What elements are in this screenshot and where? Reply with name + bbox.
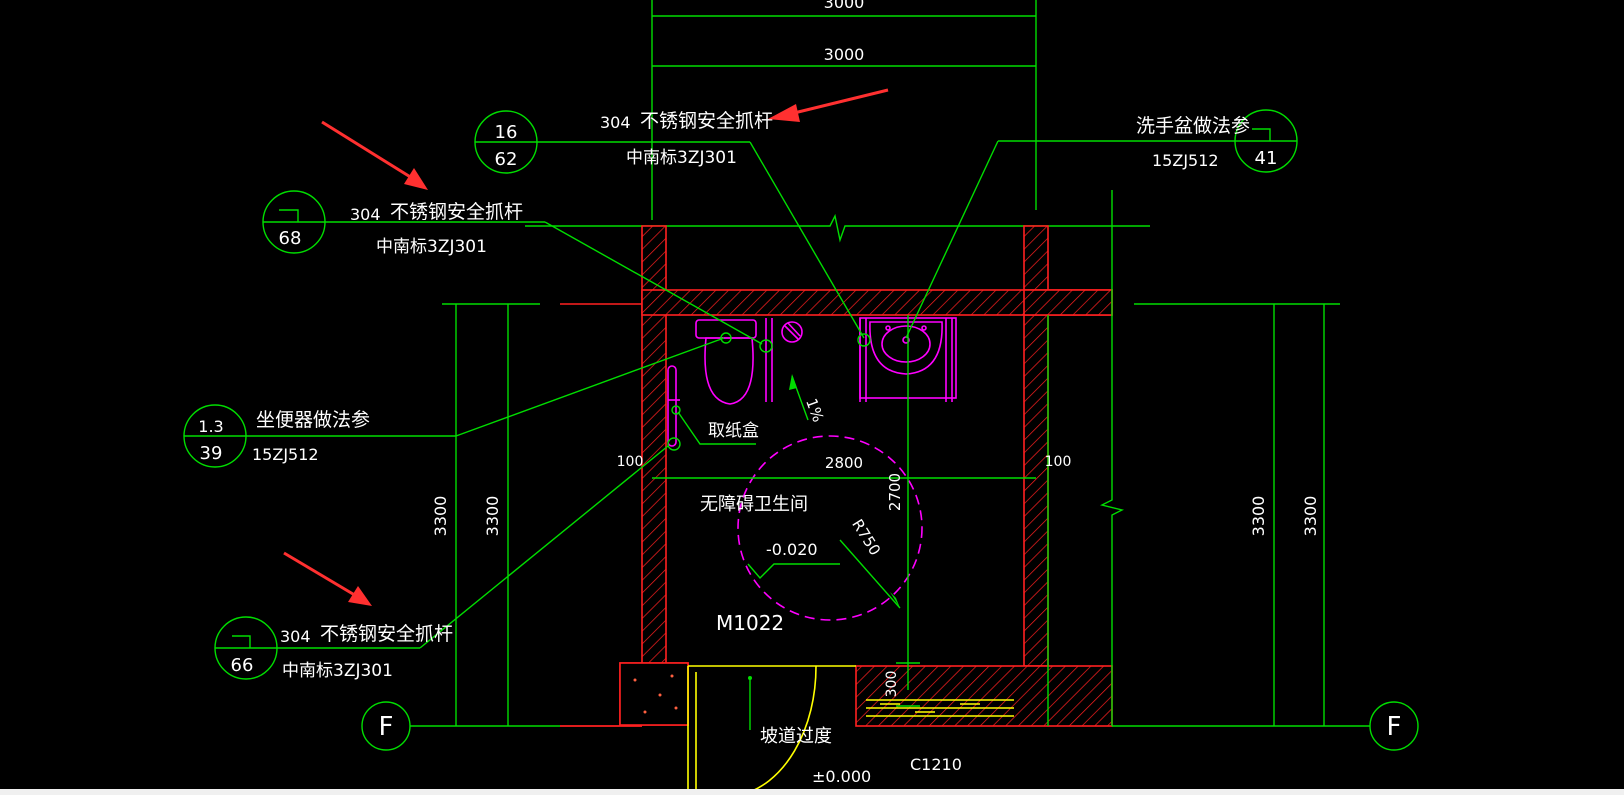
callout-basin-num-bottom: 41 xyxy=(1255,148,1278,169)
dim-inner-height: 2700 xyxy=(886,473,904,511)
callout-toilet-name: 坐便器做法参 xyxy=(256,409,370,431)
walls xyxy=(560,225,1113,727)
red-arrow-top xyxy=(768,88,889,122)
dim-wall-left: 100 xyxy=(617,454,644,470)
callout-left-rail-ref: 中南标3ZJ301 xyxy=(376,237,487,257)
callout-top-rail xyxy=(474,110,871,347)
axis-label-right: F xyxy=(1387,712,1402,742)
callout-top-rail-num-bottom: 62 xyxy=(495,149,518,170)
dim-radius: R750 xyxy=(848,516,884,559)
paper-box-leader xyxy=(671,405,756,445)
slope-label: 1% xyxy=(802,396,827,425)
callout-left-rail-spec: 304 xyxy=(350,205,381,224)
axis-label-left: F xyxy=(379,712,394,742)
callout-basin xyxy=(905,109,1298,339)
toilet xyxy=(695,319,757,405)
red-arrow-left xyxy=(321,120,428,190)
wash-basin xyxy=(859,317,957,402)
internal-dimensions xyxy=(652,315,1036,707)
right-dimension-lines xyxy=(1134,303,1340,726)
callout-top-rail-spec: 304 xyxy=(600,113,631,132)
dim-right-outer: 3300 xyxy=(1301,496,1320,537)
callout-bottom-rail-spec: 304 xyxy=(280,627,311,646)
callout-top-rail-num-top: 16 xyxy=(495,122,518,143)
callout-basin-name: 洗手盆做法参 xyxy=(1136,115,1250,137)
window-label: C1210 xyxy=(910,755,962,774)
red-arrow-bottom xyxy=(283,551,372,606)
dim-top-outer: 3000 xyxy=(824,0,865,12)
callout-bottom-rail-num-bottom: 66 xyxy=(231,655,254,676)
callout-toilet-ref: 15ZJ512 xyxy=(252,445,319,464)
callout-bottom-rail xyxy=(214,437,681,680)
callout-left-rail xyxy=(262,190,773,353)
status-bar xyxy=(0,789,1624,795)
callout-left-rail-num-bottom: 68 xyxy=(279,228,302,249)
callout-toilet xyxy=(183,332,732,468)
turning-circle xyxy=(737,435,923,621)
paper-box-label: 取纸盒 xyxy=(708,421,759,441)
left-dimension-lines xyxy=(442,303,540,726)
level-marker xyxy=(747,563,840,580)
callout-toilet-num-bottom: 39 xyxy=(200,443,223,464)
grab-bar-toilet xyxy=(765,318,803,402)
dim-wall-right: 100 xyxy=(1045,454,1072,470)
top-dimension-lines xyxy=(651,0,1037,220)
callout-top-rail-ref: 中南标3ZJ301 xyxy=(626,148,737,168)
axis-line-f xyxy=(361,701,1419,751)
callout-bottom-rail-name: 不锈钢安全抓杆 xyxy=(320,623,453,645)
dim-left-outer: 3300 xyxy=(431,496,450,537)
callout-bottom-rail-ref: 中南标3ZJ301 xyxy=(282,661,393,681)
threshold-window xyxy=(866,699,1014,717)
room-level: -0.020 xyxy=(766,540,818,559)
callout-top-rail-name: 不锈钢安全抓杆 xyxy=(640,110,773,132)
callout-toilet-num-top: 1.3 xyxy=(198,417,223,436)
door-label: M1022 xyxy=(716,611,784,635)
door-m1022 xyxy=(687,665,856,795)
dim-inner-width: 2800 xyxy=(825,454,863,472)
top-break-line xyxy=(525,213,1150,243)
callout-basin-ref: 15ZJ512 xyxy=(1152,151,1219,170)
dim-left-inner: 3300 xyxy=(483,496,502,537)
dim-top-inner: 3000 xyxy=(824,45,865,64)
ramp-label: 坡道过度 xyxy=(760,726,832,747)
dim-threshold: 300 xyxy=(884,671,900,698)
room-name: 无障碍卫生间 xyxy=(700,494,808,515)
ground-level-label: ±0.000 xyxy=(812,767,871,786)
callout-left-rail-name: 不锈钢安全抓杆 xyxy=(390,201,523,223)
dim-right-inner: 3300 xyxy=(1249,496,1268,537)
right-inner-wall xyxy=(1047,190,1125,726)
wall-pillar-left xyxy=(619,662,689,726)
